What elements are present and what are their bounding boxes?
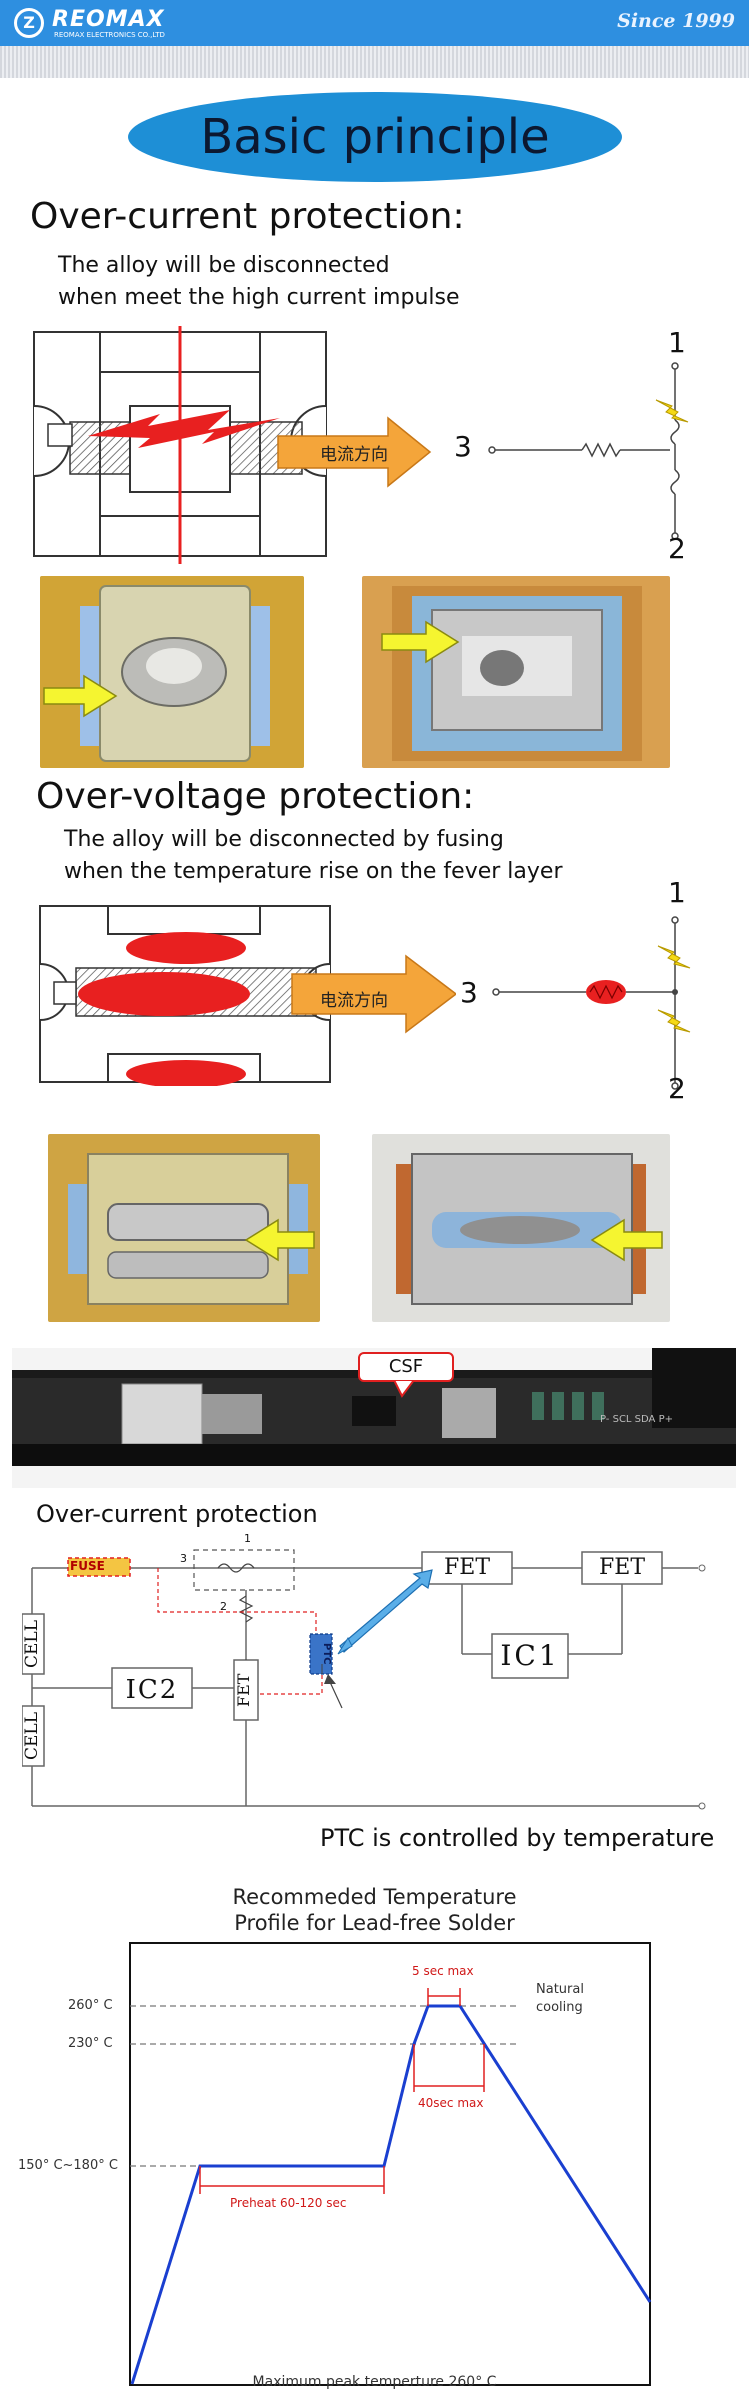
overcurrent-fuse-diagram (33, 326, 432, 564)
pin-1-label: 1 (668, 326, 686, 359)
resistor-symbol (581, 442, 621, 458)
heat-layer-bottom (126, 1060, 246, 1086)
pcb-board-photo (12, 1348, 736, 1488)
ic2-label: IC2 (125, 1675, 179, 1705)
csf-callout: CSF (358, 1352, 454, 1382)
five-sec-label: 5 sec max (412, 1964, 474, 1978)
label-230: 230° C (68, 2036, 113, 2051)
blown-fuse-photo-left (40, 576, 304, 768)
overvoltage-desc-line2: when the temperature rise on the fever l… (64, 859, 563, 884)
current-direction-label: 电流方向 (320, 991, 388, 1011)
blown-fuse-photo-right (362, 576, 670, 768)
profile-title-line1: Recommeded Temperature (232, 1885, 517, 1909)
blue-link-arrow (339, 1569, 433, 1653)
yellow-arrow (244, 1218, 315, 1262)
fuse-symbol (67, 1557, 131, 1577)
heat-layer-middle (78, 972, 250, 1016)
page-title: Basic principle (200, 109, 550, 165)
logo-icon: Z (14, 8, 44, 38)
pin-2-label: 2 (668, 1072, 686, 1105)
fuse-label: FUSE (70, 1559, 105, 1573)
brand-subtitle: REOMAX ELECTRONICS CO.,LTD (54, 31, 165, 39)
cell-label-bottom: CELL (22, 1712, 42, 1760)
profile-plot-frame (129, 1942, 651, 2386)
fet-box-left (421, 1551, 513, 1585)
ptc-label: PTC (321, 1643, 332, 1665)
fet-vertical-label: FET (234, 1673, 253, 1707)
brand-name: REOMAX (52, 7, 165, 32)
csf-pin3-label: 3 (180, 1552, 187, 1565)
current-direction-arrow (291, 954, 456, 1034)
overcurrent-desc-line2: when meet the high current impulse (58, 285, 460, 310)
since-tagline: Since 1999 (617, 10, 735, 32)
overvoltage-fuse-diagram (39, 905, 456, 1086)
overcurrent-schematic (488, 362, 689, 540)
cell-symbol (22, 1705, 45, 1767)
pin-3-label: 3 (460, 976, 478, 1009)
callout-pointer (392, 1380, 416, 1398)
top-banner (0, 0, 749, 46)
csf-dashed-box (193, 1549, 295, 1591)
board-silkscreen: P- SCL SDA P+ (600, 1414, 673, 1425)
profile-title-line2: Profile for Lead-free Solder (234, 1911, 515, 1935)
title-oval (128, 92, 622, 182)
forty-sec-label: 40sec max (418, 2096, 484, 2110)
overvoltage-heading: Over-voltage protection: (36, 776, 475, 817)
heat-layer-top (126, 932, 246, 964)
max-peak-note: Maximum peak temperture 260° C (252, 2374, 497, 2390)
circuit-caption: Over-current protection (36, 1500, 318, 1528)
current-direction-arrow (277, 416, 432, 488)
ic1-label: IC1 (500, 1639, 560, 1672)
fet-right-label: FET (599, 1555, 645, 1580)
overvoltage-schematic (492, 916, 691, 1090)
current-direction-label: 电流方向 (320, 445, 388, 465)
yellow-arrow (590, 1218, 663, 1262)
yellow-arrow (381, 620, 460, 664)
lightning-burst (88, 410, 280, 448)
ptc-symbol (309, 1633, 333, 1675)
fused-alloy-photo-right (372, 1134, 670, 1322)
fet-left-label: FET (444, 1555, 490, 1580)
overcurrent-heading: Over-current protection: (30, 196, 465, 237)
csf-pin2-label: 2 (220, 1600, 227, 1613)
overcurrent-desc-line1: The alloy will be disconnected (58, 253, 390, 278)
lightning-icon (657, 945, 691, 969)
overvoltage-desc-line1: The alloy will be disconnected by fusing (64, 827, 504, 852)
ptc-note: PTC is controlled by temperature (320, 1824, 715, 1852)
label-260: 260° C (68, 1998, 113, 2013)
yellow-arrow (43, 674, 118, 718)
preheat-label: Preheat 60-120 sec (230, 2196, 347, 2210)
pin-2-label: 2 (668, 532, 686, 565)
cell-label-top: CELL (22, 1620, 42, 1668)
protection-circuit-diagram (22, 1549, 706, 1810)
csf-pin1-label: 1 (244, 1532, 251, 1545)
decorative-stripe (0, 46, 749, 78)
fet-box-right (581, 1551, 663, 1585)
ic2-box (111, 1667, 193, 1709)
temperature-profile-chart (129, 1942, 652, 2386)
pin-3-label: 3 (454, 430, 472, 463)
pin-1-label: 1 (668, 876, 686, 909)
cell-symbol (22, 1613, 45, 1675)
fused-alloy-photo-left (48, 1134, 320, 1322)
natural-cooling-line1: Natural (536, 1982, 584, 1997)
lightning-icon (655, 399, 689, 423)
heater-resistor (586, 980, 626, 1004)
ic1-box (491, 1633, 569, 1679)
lightning-icon (657, 1009, 691, 1033)
label-150-180: 150° C~180° C (18, 2158, 118, 2173)
natural-cooling-line2: cooling (536, 2000, 583, 2015)
